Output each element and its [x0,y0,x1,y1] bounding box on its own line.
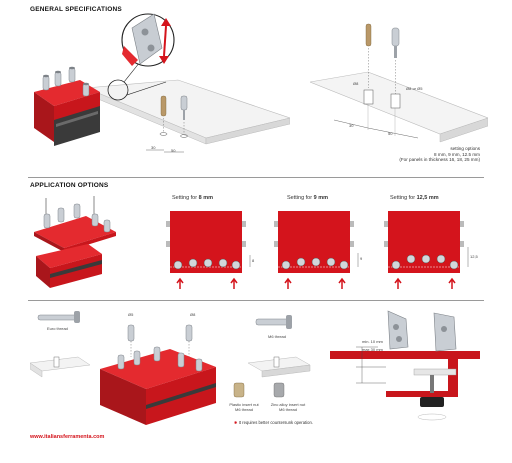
diameter-label-right: Ø8 or Ø5 [406,86,423,91]
setting-blocks-illustration [166,211,469,289]
m6-thread-label: M6 thread [268,334,287,339]
setting-12-5-label: Setting for 12,5 mm [390,195,439,201]
panel-spec-illustration [310,23,488,143]
setting-options-note: setting options 8 mm, 9 mm, 12.5 mm (For… [372,146,480,163]
asterisk-icon: ✱ [234,420,238,425]
d8-label: Ø8 [190,312,196,317]
setting-dim-8: 8 [252,258,255,263]
section-divider-2 [28,300,484,301]
zinc-insert-label: Zinc alloy insert nut M6 thread [270,402,306,412]
section-divider-1 [28,177,484,178]
setting-8-label: Setting for 8 mm [172,195,213,201]
general-specifications-title: GENERAL SPECIFICATIONS [30,6,122,13]
dim-50-left: 50 [171,148,176,153]
dim-30-left: 30 [151,145,156,150]
setting-block-9 [274,211,359,289]
setting-options-line1: setting options [450,146,480,151]
d5-label: Ø5 [128,312,134,317]
clamp-illustration [330,310,480,421]
setting-dim-9: 9 [360,256,363,261]
clamp-max-label: max 30 mm [362,347,383,352]
website-link[interactable]: www.italiansferramenta.com [30,434,105,440]
setting-9-label: Setting for 9 mm [287,195,328,201]
setting-dim-12-5: 12,5 [470,254,478,259]
setting-options-line3: (For panels in thickness 16, 18, 25 mm) [399,157,480,163]
euro-thread-label: Euro thread [47,326,68,331]
accessories-illustration [30,311,311,425]
dim-50-right: 50 [388,131,393,136]
setting-block-8 [166,211,251,289]
plastic-insert-label: Plastic insert nut M6 thread [229,402,259,412]
dim-30-right: 30 [349,123,354,128]
jig-on-panel-illustration [34,13,290,153]
clamp-min-label: min. 10 mm [362,339,383,344]
setting-block-12-5 [384,211,469,289]
diameter-label-left: Ø8 [353,81,359,86]
exploded-jig-illustration [34,196,116,288]
application-options-title: APPLICATION OPTIONS [30,182,109,189]
setting-options-line2: 8 mm, 9 mm, 12.5 mm [434,151,480,157]
countersunk-footnote: ✱ It requires better countersunk operati… [234,420,313,425]
